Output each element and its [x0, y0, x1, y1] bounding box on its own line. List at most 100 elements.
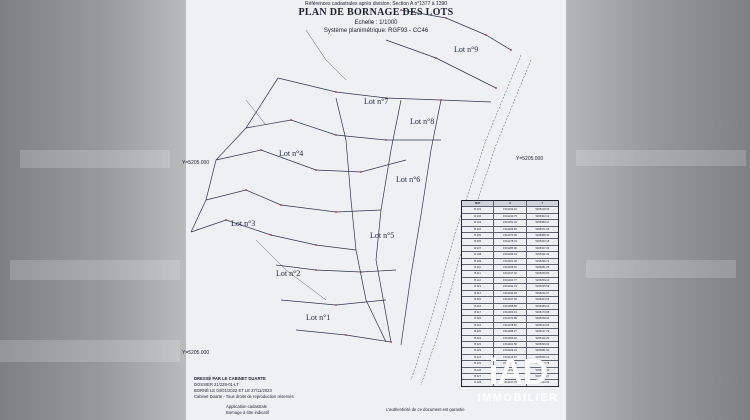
table-cell: B.105 [474, 234, 482, 238]
footer-dossier: DOSSIER 21/229-01-LT [194, 382, 239, 387]
blurred-background-left [0, 0, 186, 420]
footer-date: BORNÉ LE 04/01/2022 ET LE 27/11/2023 [194, 388, 272, 393]
table-cell: B.122 [474, 342, 482, 346]
table-cell: B.125 [474, 362, 482, 366]
plan-scale: Echelle : 1/1000 [354, 20, 398, 26]
table-cell: 5205402.12 [525, 213, 558, 220]
table-cell: 1541447.70 [493, 380, 525, 386]
table-cell: 1541440.02 [493, 373, 525, 380]
coordinate-system: Système planimétrique: RGF93 - CC46 [323, 28, 429, 34]
table-cell: 1541340.18 [493, 290, 525, 297]
lot-label-9: Lot n°9 [454, 45, 478, 54]
table-cell: B.102 [474, 214, 482, 218]
table-cell: B.127 [474, 374, 482, 378]
table-cell: B.123 [474, 349, 482, 353]
table-cell: 5205358.40 [525, 233, 558, 239]
table-cell: B.101 [474, 208, 482, 212]
table-cell: 5205311.03 [525, 252, 558, 258]
lot-label-4: Lot n°4 [279, 149, 303, 158]
watermark-brand: iAD [488, 351, 549, 392]
footer-box-3: L'authenticité de ce document est garant… [386, 407, 465, 412]
table-cell: B.113 [474, 285, 481, 289]
table-cell: 1541309.60 [493, 265, 525, 271]
table-cell: 1541251.22 [493, 220, 525, 226]
table-cell: 1541424.65 [493, 361, 525, 367]
table-cell: 1541386.27 [493, 329, 525, 335]
table-cell: 5205235.59 [525, 284, 558, 290]
lot-label-5: Lot n°5 [370, 231, 394, 240]
lot-label-2: Lot n°2 [276, 269, 300, 278]
table-cell: 5205066.12 [525, 354, 558, 361]
footer-box-1: Application cadastrale [226, 404, 267, 409]
table-cell: B.109 [474, 259, 482, 263]
lot-label-7: Lot n°7 [364, 97, 388, 106]
table-cell: 1541401.58 [493, 341, 525, 348]
table-cell: 5205220.07 [525, 290, 558, 297]
cadastral-reference: Références cadastrales après division: S… [304, 1, 448, 7]
table-cell: B.115 [474, 298, 481, 302]
table-cell: 1541278.34 [493, 239, 525, 245]
footer-box-2: Bornage à titre indicatif [226, 410, 269, 415]
table-cell: 1541332.41 [493, 284, 525, 290]
table-cell: 1541324.77 [493, 277, 525, 284]
table-cell: 1541370.86 [493, 316, 525, 322]
table-cell: 1541355.50 [493, 303, 525, 309]
coordinates-table-header: MAT X Y [462, 201, 558, 207]
table-cell: B.121 [474, 336, 482, 340]
table-cell: 1541234.10 [493, 207, 525, 213]
table-cell: 5205127.70 [525, 329, 558, 335]
table-cell: 5205158.42 [525, 316, 558, 322]
plot-boundary-drawing: Lot n°9 Lot n°7 Lot n°8 Lot n°4 Lot n°6 … [190, 9, 532, 386]
table-cell: B.112 [474, 278, 481, 282]
table-cell: 1541347.93 [493, 297, 525, 303]
lot-label-3: Lot n°3 [231, 219, 255, 228]
table-cell: 5205342.18 [525, 239, 558, 245]
table-cell: 1541262.81 [493, 226, 525, 233]
table-cell: 5205143.05 [525, 322, 558, 329]
table-cell: B.114 [474, 291, 481, 295]
table-cell: 5205019.97 [525, 373, 558, 380]
table-cell: B.110 [474, 266, 481, 270]
footer-rights: Cabinet Duarte - Tous droits de reproduc… [194, 394, 294, 399]
table-cell: B.116 [474, 304, 481, 308]
table-cell: 1541285.90 [493, 245, 525, 252]
table-cell: 5205173.88 [525, 309, 558, 316]
table-cell: B.126 [474, 368, 482, 372]
table-cell: B.117 [474, 310, 481, 314]
lot-label-1: Lot n°1 [306, 313, 330, 322]
axis-label-left: Y=5205.000 [182, 160, 210, 166]
table-cell: 1541301.48 [493, 258, 525, 265]
watermark-sub: IMMOBILIER [477, 392, 559, 404]
table-cell: 5205035.40 [525, 367, 558, 373]
table-cell: 5205112.29 [525, 335, 558, 341]
lot-label-6: Lot n°6 [396, 175, 420, 184]
table-cell: B.107 [474, 246, 482, 250]
survey-plan-sheet: Références cadastrales après division: S… [182, 0, 566, 420]
table-cell: B.106 [474, 240, 482, 244]
table-cell: 5205050.78 [525, 361, 558, 367]
table-cell: 5205081.50 [525, 348, 558, 354]
table-cell: 1541409.31 [493, 348, 525, 354]
table-cell: B.111 [474, 272, 481, 276]
lot-labels: Lot n°9 Lot n°7 Lot n°8 Lot n°4 Lot n°6 … [231, 45, 478, 322]
table-cell: B.120 [474, 330, 482, 334]
table-cell: 5205204.66 [525, 297, 558, 303]
